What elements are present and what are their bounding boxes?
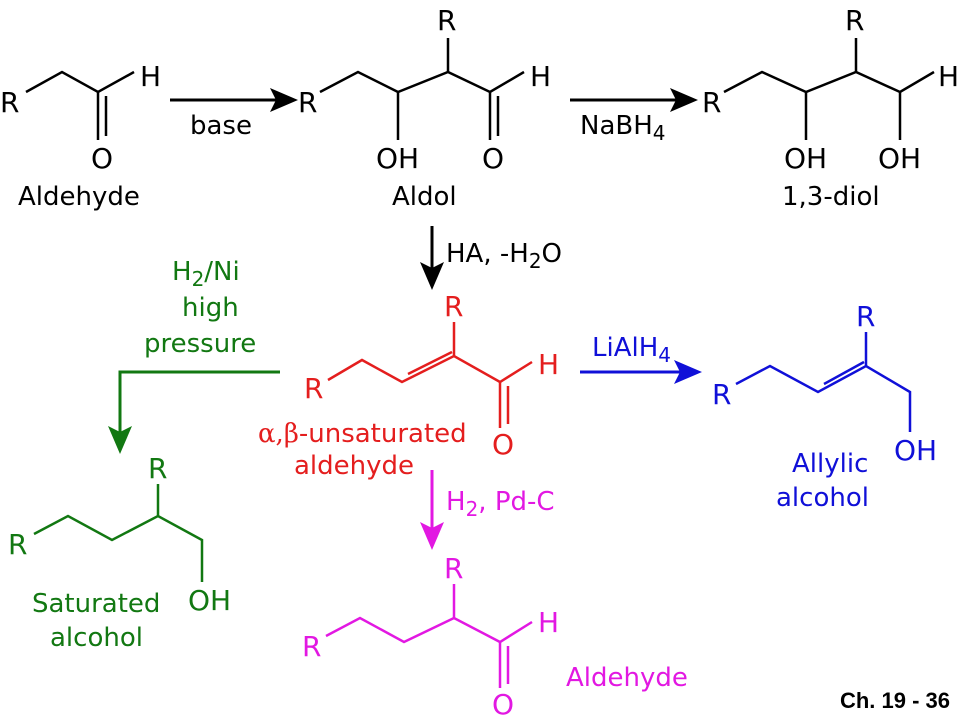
diol-r-label: R <box>702 86 721 119</box>
unsaturated-o-label: O <box>492 428 514 461</box>
unsaturated-cc-double <box>407 350 453 376</box>
unsaturated-structure <box>327 322 533 428</box>
unsaturated-r-label: R <box>304 372 323 405</box>
aldol-skeleton <box>319 70 525 94</box>
h2ni-label-line3: pressure <box>144 329 256 359</box>
allylic-oh-label: OH <box>894 434 937 467</box>
aldehyde-skeleton <box>25 70 135 94</box>
lialh4-arrowhead <box>674 360 702 384</box>
product-aldehyde-skeleton <box>325 616 533 644</box>
saturated-oh-label: OH <box>188 584 231 617</box>
diol-r-top-label: R <box>845 4 864 37</box>
saturated-alcohol-structure <box>33 484 204 582</box>
h2ni-label-line2: high <box>182 293 239 323</box>
saturated-skeleton <box>33 514 204 582</box>
dehydration-arrowhead <box>420 262 444 290</box>
allylic-caption-line1: Allylic <box>792 449 868 479</box>
aldehyde-o-label: O <box>91 142 113 175</box>
unsaturated-h-label: H <box>538 348 559 381</box>
allylic-cc-double <box>823 360 865 386</box>
dehydration-label: HA, -H2O <box>446 239 562 273</box>
diol-caption: 1,3-diol <box>782 182 880 212</box>
h2ni-label-line1: H2/Ni <box>172 257 240 291</box>
unsaturated-skeleton <box>327 354 533 384</box>
aldol-structure <box>319 38 525 140</box>
product-aldehyde-r-top-label: R <box>444 552 463 585</box>
base-label: base <box>190 111 252 141</box>
aldol-r-top-label: R <box>437 4 456 37</box>
allylic-alcohol-structure <box>735 332 912 432</box>
nabh4-arrowhead <box>670 88 698 112</box>
aldehyde-r-label: R <box>0 86 19 119</box>
aldol-caption: Aldol <box>392 182 457 212</box>
h2pdc-arrowhead <box>420 522 444 550</box>
h2ni-arrow <box>118 370 280 442</box>
product-aldehyde-caption: Aldehyde <box>566 663 688 693</box>
aldol-o-label: O <box>482 142 504 175</box>
aldol-h-label: H <box>530 60 551 93</box>
allylic-r-top-label: R <box>856 300 875 333</box>
diol-h-label: H <box>938 60 959 93</box>
allylic-r-label: R <box>712 378 731 411</box>
diol-structure <box>723 38 935 140</box>
unsaturated-r-top-label: R <box>444 290 463 323</box>
saturated-caption-line1: Saturated <box>32 589 160 619</box>
aldehyde-structure <box>25 70 135 140</box>
saturated-r-top-label: R <box>148 452 167 485</box>
product-aldehyde-structure <box>325 584 533 688</box>
allylic-caption-line2: alcohol <box>776 483 869 513</box>
aldol-oh-label: OH <box>376 142 419 175</box>
diol-oh1-label: OH <box>784 142 827 175</box>
aldol-r-label: R <box>298 86 317 119</box>
aldehyde-caption: Aldehyde <box>18 182 140 212</box>
saturated-r-label: R <box>8 528 27 561</box>
diol-skeleton <box>723 70 935 94</box>
diol-oh2-label: OH <box>878 142 921 175</box>
slide-number: Ch. 19 - 36 <box>840 688 950 713</box>
h2ni-arrowhead <box>108 426 132 454</box>
allylic-skeleton <box>735 364 912 432</box>
lialh4-label: LiAlH4 <box>592 333 671 367</box>
unsaturated-caption-line2: aldehyde <box>294 451 414 481</box>
base-arrowhead <box>270 88 298 112</box>
product-aldehyde-r-label: R <box>302 630 321 663</box>
unsaturated-caption-line1: α,β-unsaturated <box>258 419 467 449</box>
product-aldehyde-h-label: H <box>538 606 559 639</box>
h2pdc-label: H2, Pd-C <box>446 487 555 521</box>
product-aldehyde-o-label: O <box>492 688 514 720</box>
nabh4-label: NaBH4 <box>580 111 666 145</box>
aldehyde-h-label: H <box>140 60 161 93</box>
saturated-caption-line2: alcohol <box>50 623 143 653</box>
